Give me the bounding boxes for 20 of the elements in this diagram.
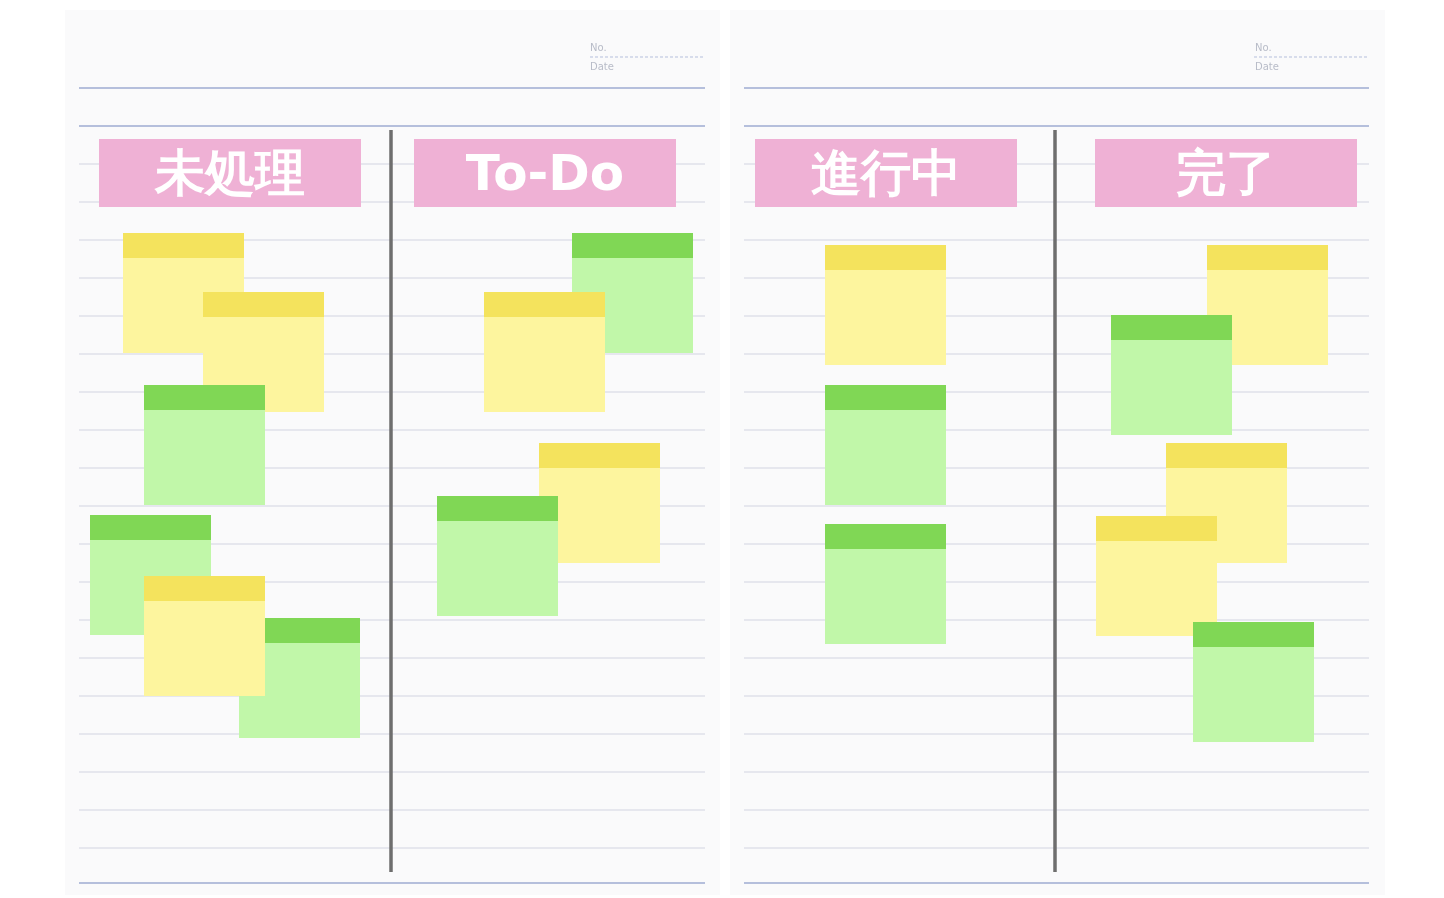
sticky-note — [825, 245, 946, 365]
sticky-note — [825, 385, 946, 505]
sticky-note — [1111, 315, 1232, 435]
column-header: 未処理 — [99, 139, 361, 207]
column-header: 完了 — [1095, 139, 1357, 207]
form-label: Date — [590, 61, 614, 72]
sticky-note — [825, 524, 946, 644]
column-header: To-Do — [414, 139, 676, 207]
form-label: Date — [1255, 61, 1279, 72]
sticky-note — [437, 496, 558, 616]
sticky-note — [1193, 622, 1314, 742]
sticky-note — [1207, 245, 1328, 365]
sticky-note — [144, 385, 265, 505]
sticky-note — [484, 292, 605, 412]
form-label: No. — [1255, 42, 1272, 53]
sticky-note — [539, 443, 660, 563]
column-header: 進行中 — [755, 139, 1017, 207]
form-label: No. — [590, 42, 607, 53]
sticky-note — [144, 576, 265, 696]
sticky-note — [1096, 516, 1217, 636]
